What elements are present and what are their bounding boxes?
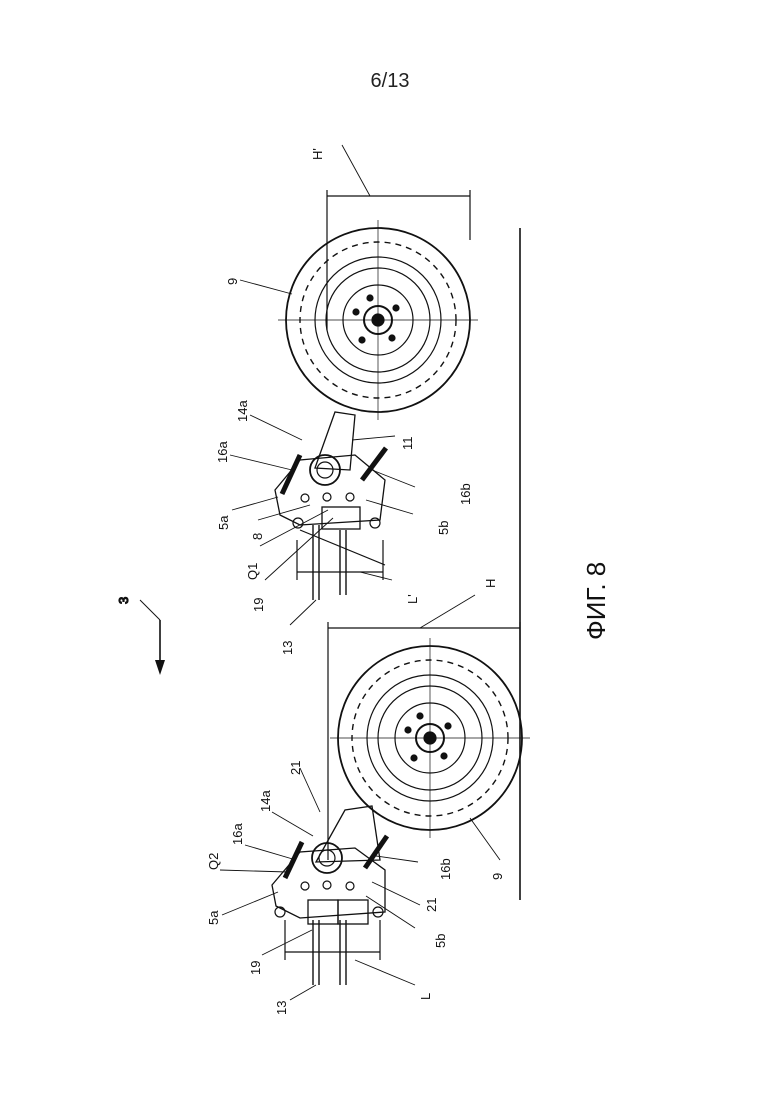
label-bottom-5b: 5b (433, 934, 448, 948)
label-top-19: 19 (251, 598, 266, 612)
label-Q2: Q2 (206, 853, 221, 870)
ref-3-label: 3 (116, 597, 131, 604)
label-bottom-13: 13 (274, 1001, 289, 1015)
top-assembly (230, 145, 478, 625)
direction-arrow (140, 600, 165, 675)
figure-caption: ФИГ. 8 (581, 562, 611, 640)
label-H: H (483, 579, 498, 588)
label-bottom-21-top: 21 (288, 761, 303, 775)
label-bottom-wheel-9: 9 (490, 873, 505, 880)
label-top-5a: 5a (216, 515, 231, 530)
label-top-8: 8 (250, 533, 265, 540)
label-top-wheel-9: 9 (225, 278, 240, 285)
top-wheel (278, 220, 478, 420)
label-top-16b: 16b (458, 483, 473, 505)
label-Q1: Q1 (245, 563, 260, 580)
label-L-prime: L' (405, 594, 420, 604)
label-top-14a: 14a (235, 400, 250, 422)
label-bottom-19: 19 (248, 961, 263, 975)
label-bottom-5a: 5a (206, 910, 221, 925)
label-bottom-16b: 16b (438, 858, 453, 880)
label-bottom-16a: 16a (230, 823, 245, 845)
label-bottom-14a: 14a (258, 790, 273, 812)
label-bottom-21-bottom: 21 (424, 898, 439, 912)
label-top-13: 13 (280, 641, 295, 655)
label-top-5b: 5b (436, 521, 451, 535)
label-H-prime: H' (310, 148, 325, 160)
label-top-16a: 16a (215, 441, 230, 463)
label-L: L (418, 993, 433, 1000)
label-top-11: 11 (400, 437, 415, 451)
